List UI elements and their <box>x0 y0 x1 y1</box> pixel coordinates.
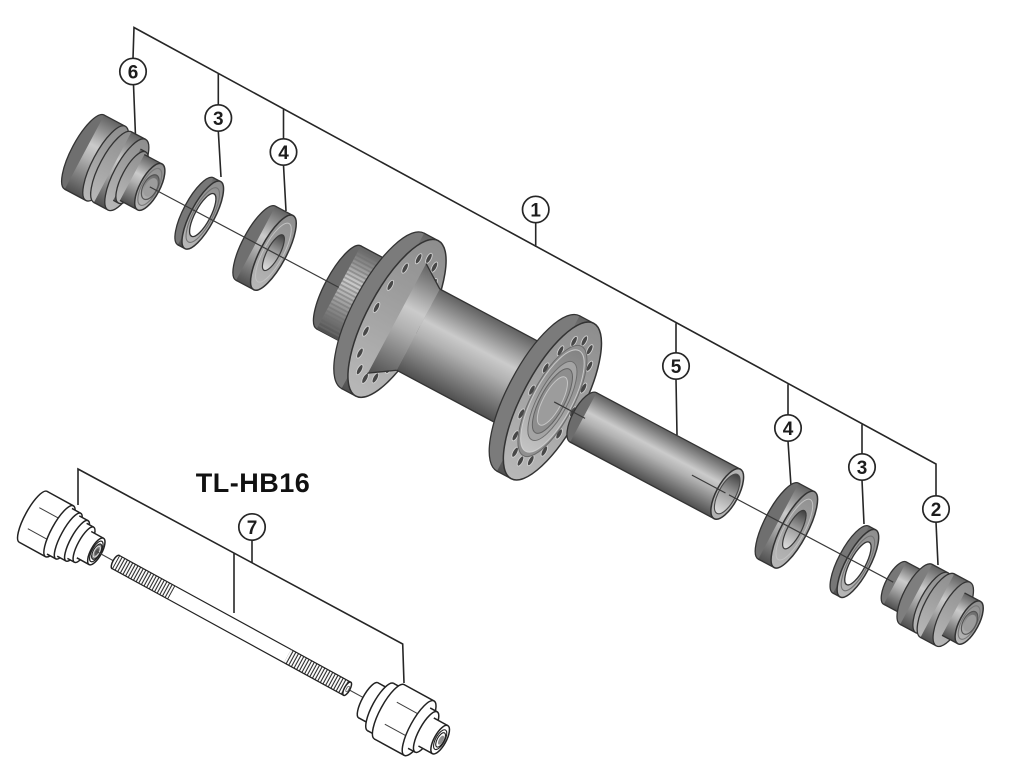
callout-3-left-number: 3 <box>213 109 224 130</box>
leader-5 <box>675 323 678 436</box>
right-flange-bearing-cavity <box>517 344 588 458</box>
tool-bracket-line <box>77 467 405 684</box>
tool-model-label: TL-HB16 <box>196 468 311 498</box>
assembly-centerline <box>149 186 894 583</box>
callout-2-number: 2 <box>931 500 942 521</box>
callout-4-left: 4 <box>269 137 298 167</box>
callout-leader-lines <box>77 26 939 684</box>
callout-1: 1 <box>521 195 550 224</box>
callout-5-circle <box>661 351 691 381</box>
callout-balloons: 6 3 4 1 5 4 3 2 <box>118 57 951 542</box>
leader-4-left <box>282 109 287 212</box>
callout-4-right-number: 4 <box>783 419 794 440</box>
rod-thread-right <box>283 648 352 697</box>
callout-2-circle <box>921 494 951 524</box>
leader-3-left <box>217 74 222 178</box>
callout-2: 2 <box>921 494 951 524</box>
callout-5: 5 <box>661 351 691 381</box>
rod-shaft <box>167 585 292 664</box>
callout-4-right-circle <box>773 413 803 443</box>
callout-3-right: 3 <box>847 452 877 482</box>
rod-thread-left <box>111 554 177 601</box>
part-axle-sleeve <box>566 391 745 520</box>
leader-2 <box>935 522 939 566</box>
callout-6: 6 <box>118 57 148 86</box>
leader-3-right <box>861 424 865 525</box>
callout-4-right: 4 <box>773 413 803 443</box>
leader-4-right <box>787 384 792 487</box>
callout-7-number: 7 <box>247 518 258 539</box>
callout-3-right-number: 3 <box>857 458 868 479</box>
callout-6-number: 6 <box>128 62 139 83</box>
callout-1-circle <box>521 195 550 224</box>
callout-4-left-circle <box>269 137 298 167</box>
tool-right-nut <box>356 681 451 757</box>
tool-left-nut <box>16 490 106 566</box>
callout-3-left-circle <box>204 103 233 133</box>
callout-6-circle <box>118 57 148 86</box>
callout-5-number: 5 <box>671 357 682 378</box>
callout-3-right-circle <box>847 452 877 482</box>
part-right-end-cap <box>880 560 984 648</box>
callout-7: 7 <box>237 512 267 542</box>
callout-7-circle <box>237 512 267 542</box>
right-flange-spoke-holes <box>511 335 594 467</box>
part-left-end-cap <box>60 113 166 212</box>
tool-centerline-left <box>96 550 116 563</box>
leader-6 <box>132 84 137 137</box>
hub-assembly <box>60 113 984 648</box>
part-hub-shell <box>312 231 603 481</box>
callout-1-number: 1 <box>530 200 541 221</box>
tool-tl-hb16 <box>16 490 451 757</box>
tool-threaded-rod <box>110 554 353 697</box>
callout-4-left-number: 4 <box>278 143 289 164</box>
callout-3-left: 3 <box>204 103 233 133</box>
